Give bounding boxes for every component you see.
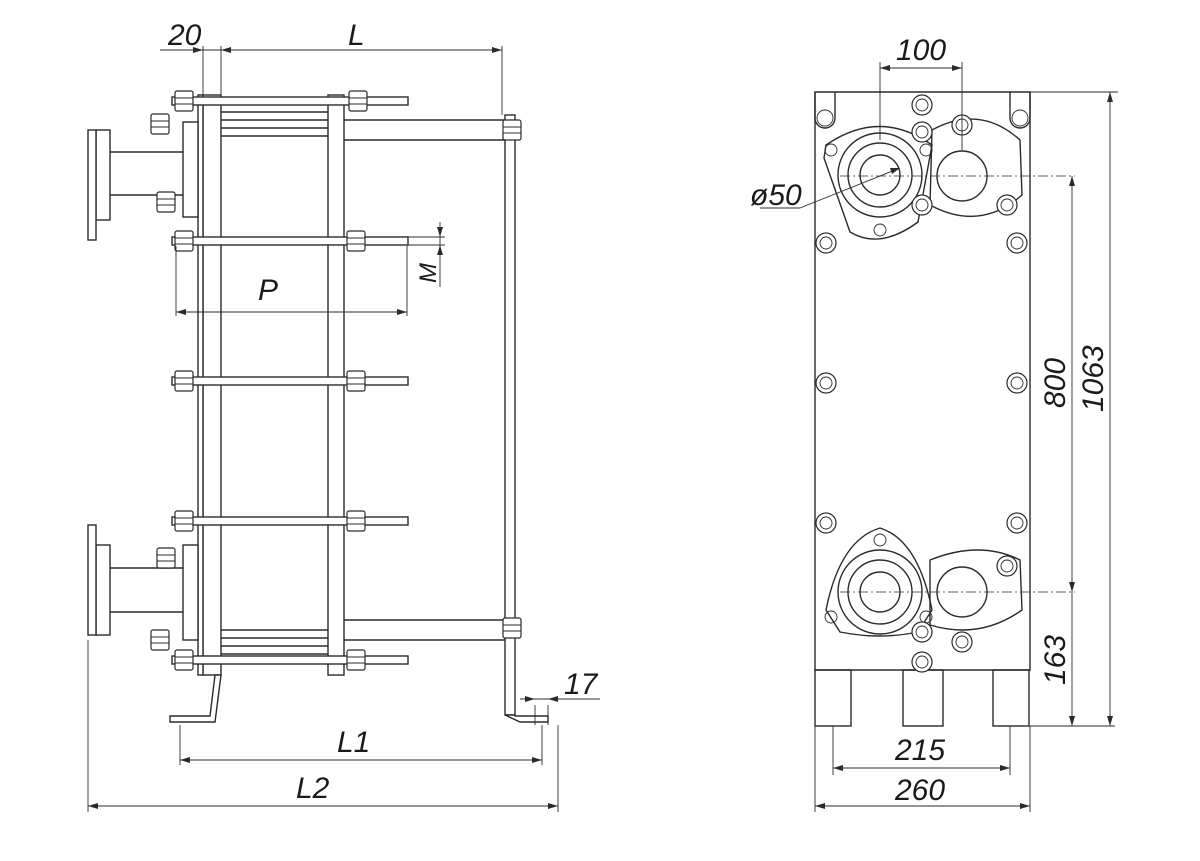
tie-bolt bbox=[171, 90, 409, 112]
dim-foot-hole: 17 bbox=[564, 668, 599, 701]
column-foot bbox=[504, 714, 549, 723]
dim-total-height: 1063 bbox=[1077, 345, 1110, 412]
tie-bolt bbox=[171, 510, 409, 532]
dim-port-spacing: 100 bbox=[896, 34, 946, 67]
dim-pitch-p: P bbox=[258, 274, 278, 307]
dim-overall-length-l2: L2 bbox=[296, 772, 330, 805]
dim-port-height-from-base: 163 bbox=[1039, 635, 1072, 685]
dim-length-l: L bbox=[348, 19, 365, 52]
tie-bolt bbox=[171, 370, 409, 392]
lower-nozzle bbox=[87, 524, 199, 651]
dim-foot-span-l1: L1 bbox=[337, 726, 370, 759]
upper-nozzle bbox=[87, 113, 199, 241]
frame-foot bbox=[169, 674, 222, 723]
front-foot-left bbox=[814, 669, 852, 727]
dim-foot-spacing: 215 bbox=[894, 734, 945, 767]
lower-port-left bbox=[824, 527, 933, 637]
dim-width: 260 bbox=[894, 774, 945, 807]
dim-bolt-thread-m: M bbox=[415, 263, 442, 283]
front-view: 100 ø50 800 163 1063 215 bbox=[750, 34, 1118, 812]
tie-bolt bbox=[171, 649, 409, 671]
side-view: 20 L P M 17 L1 L2 bbox=[87, 19, 600, 812]
dim-frame-thickness: 20 bbox=[167, 19, 202, 52]
tie-bolt bbox=[171, 230, 409, 252]
front-foot-center bbox=[902, 669, 944, 727]
frame-plate-outline bbox=[814, 91, 1031, 671]
front-foot-right bbox=[992, 669, 1030, 727]
dim-vertical-port-spacing: 800 bbox=[1039, 358, 1072, 408]
upper-port-left bbox=[823, 125, 933, 240]
dim-port-diameter: ø50 bbox=[750, 179, 802, 212]
